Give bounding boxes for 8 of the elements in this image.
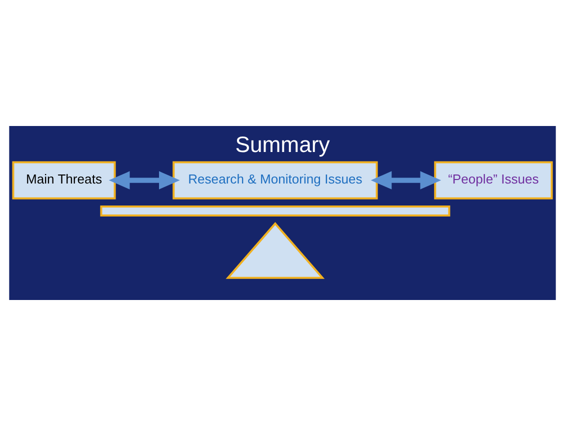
diagram-title: Summary xyxy=(235,132,330,157)
node-triangle xyxy=(226,222,325,279)
node-box: Main Threats xyxy=(12,161,116,200)
node-box: “People” Issues xyxy=(434,161,553,200)
node-box: Research & Monitoring Issues xyxy=(172,161,378,200)
arrow xyxy=(370,171,442,190)
node-bar xyxy=(100,205,450,217)
arrow xyxy=(108,171,180,190)
